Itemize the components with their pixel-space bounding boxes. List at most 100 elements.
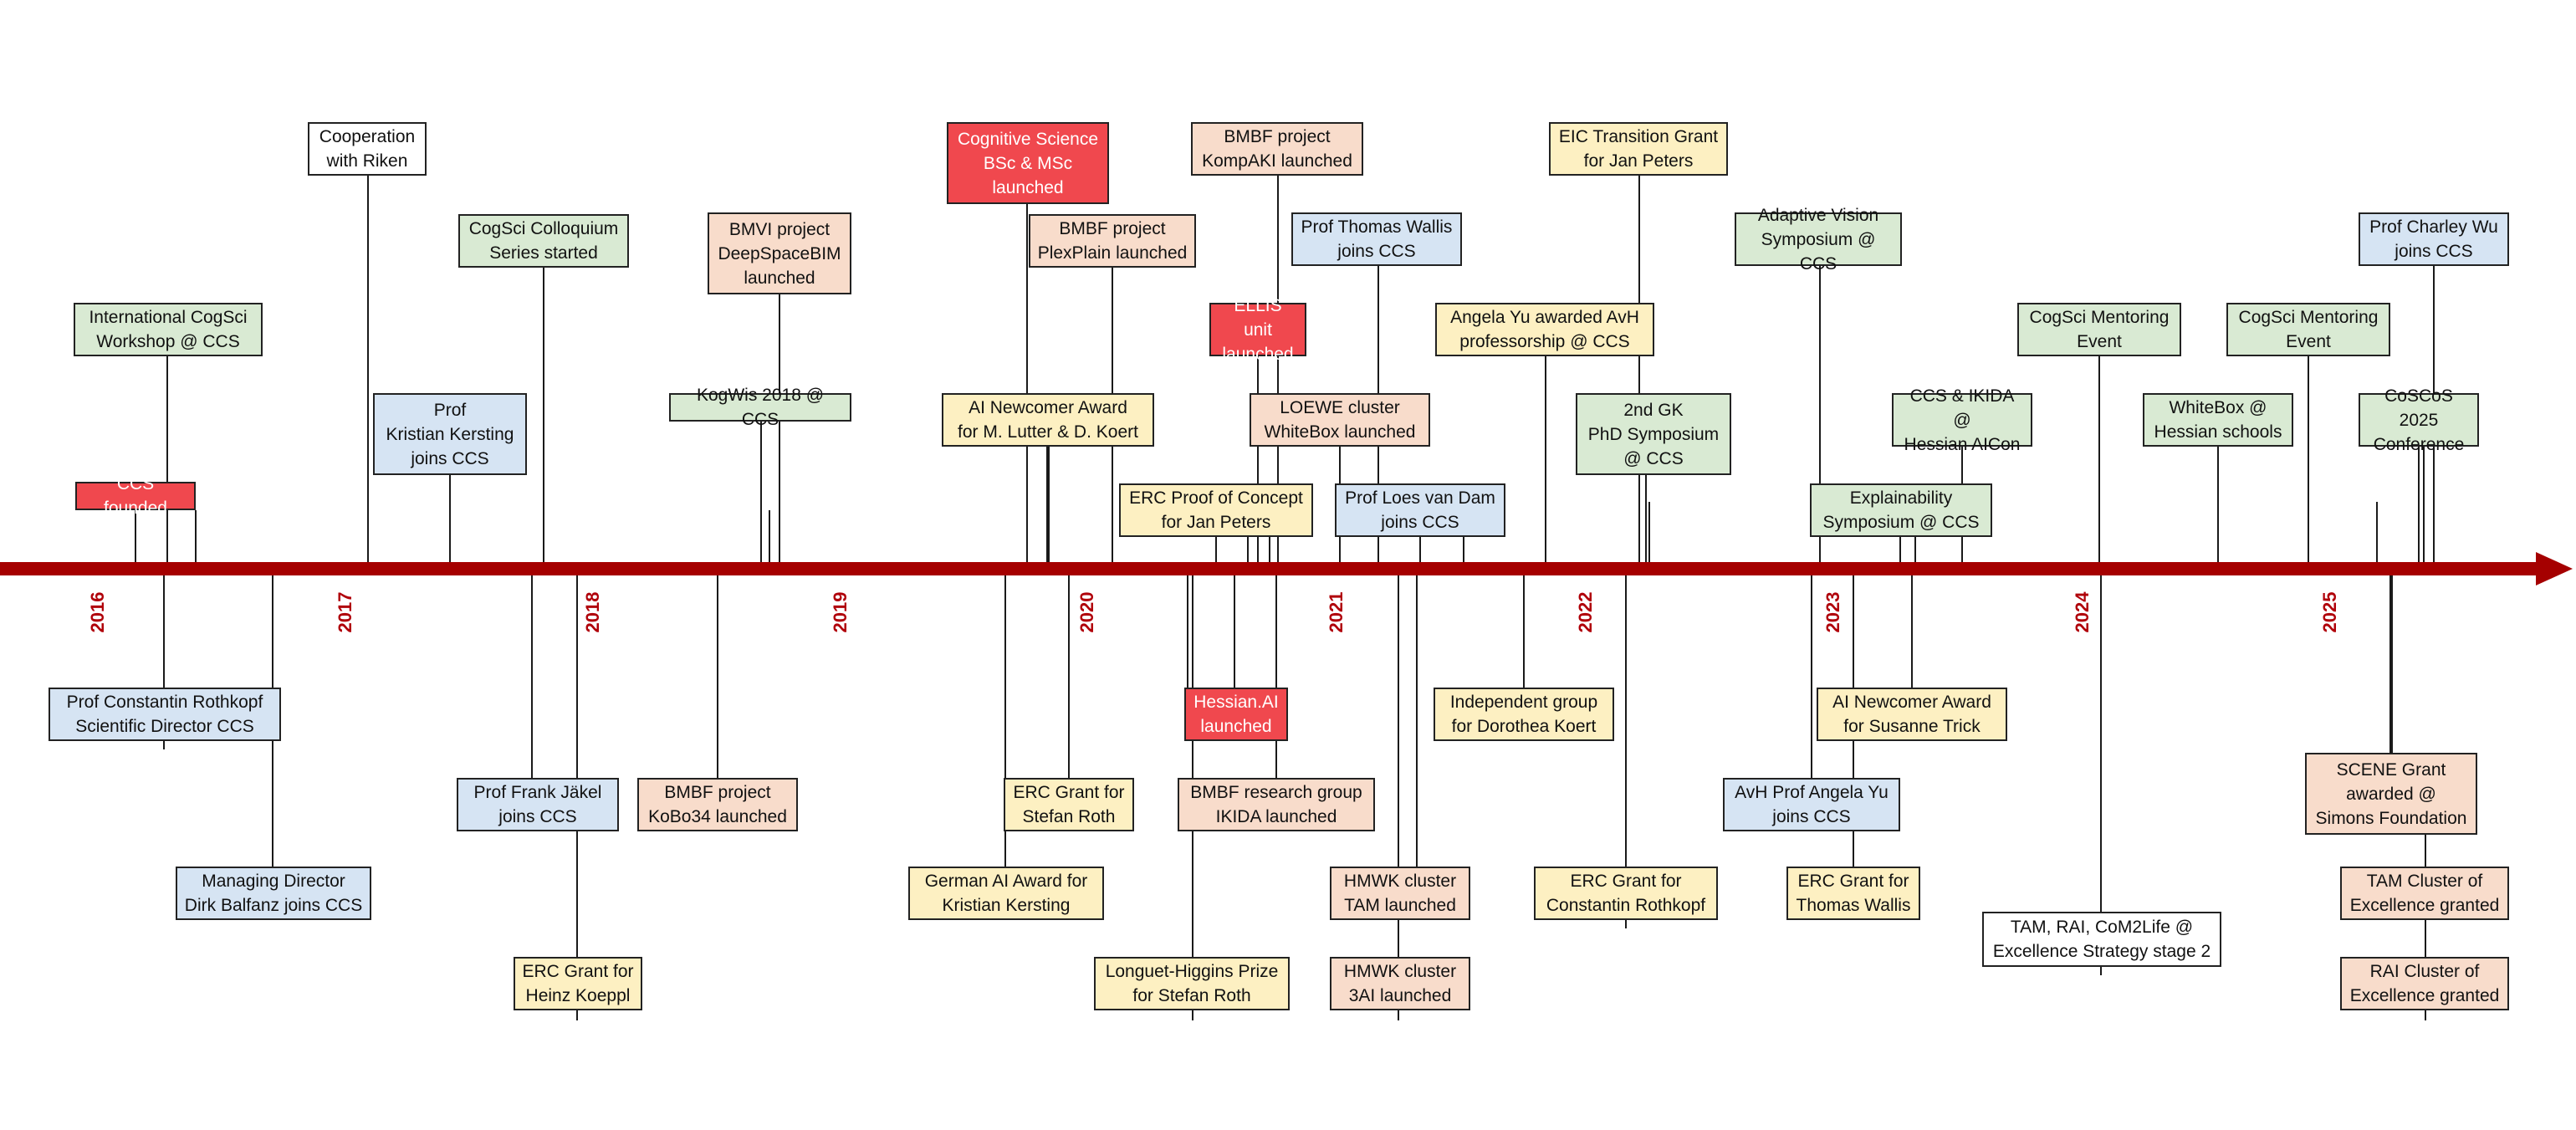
connector-line-german-ai-award-kersting [1004, 575, 1006, 920]
event-ellis-unit: ELLIS unit launched [1209, 296, 1306, 364]
connector-line-ccs-founded [135, 510, 136, 565]
connector-line-eic-transition-jan-peters [1638, 176, 1640, 565]
connector-line-coscos-2025 [2418, 447, 2420, 565]
connector-line-extra-13 [2376, 502, 2378, 565]
connector-line-gk-phd-symposium [1645, 475, 1647, 565]
event-prof-kristian-kersting: Prof Kristian Kersting joins CCS [373, 393, 527, 475]
year-label-2017: 2017 [335, 591, 355, 633]
connector-line-extra-11 [1416, 575, 1418, 867]
event-bmbf-ikida: BMBF research group IKIDA launched [1178, 778, 1375, 831]
connector-line-extra-5 [1463, 537, 1464, 565]
connector-line-tam-rai-com2life [2100, 575, 2102, 975]
event-angela-yu-avh: Angela Yu awarded AvH professorship @ CC… [1435, 303, 1654, 356]
connector-line-hessian-ai [1234, 575, 1235, 741]
event-hmwk-3ai: HMWK cluster 3AI launched [1330, 957, 1470, 1010]
event-eic-transition-jan-peters: EIC Transition Grant for Jan Peters [1549, 122, 1728, 176]
event-prof-charley-wu: Prof Charley Wu joins CCS [2359, 212, 2509, 266]
event-cogsci-mentoring-2025: CogSci Mentoring Event [2226, 303, 2390, 356]
connector-line-kogwis-2018 [760, 422, 762, 565]
connector-line-prof-kristian-kersting [449, 475, 451, 565]
event-managing-director-balfanz: Managing Director Dirk Balfanz joins CCS [176, 867, 371, 920]
connector-line-cogsci-colloquium [543, 268, 544, 565]
event-rai-cluster-excellence: RAI Cluster of Excellence granted [2340, 957, 2509, 1010]
event-cogsci-mentoring-2024: CogSci Mentoring Event [2017, 303, 2181, 356]
event-erc-heinz-koeppl: ERC Grant for Heinz Koeppl [514, 957, 642, 1010]
year-label-2022: 2022 [1575, 591, 1596, 633]
connector-line-cooperation-with-riken [367, 176, 369, 565]
connector-line-managing-director-balfanz [272, 575, 273, 920]
event-scene-grant-simons: SCENE Grant awarded @ Simons Foundation [2305, 753, 2477, 835]
year-label-2025: 2025 [2319, 591, 2340, 633]
event-tam-rai-com2life: TAM, RAI, CoM2Life @ Excellence Strategy… [1982, 912, 2221, 967]
connector-line-explainability-symposium [1899, 537, 1901, 565]
connector-line-adaptive-vision-symposium [1819, 266, 1821, 565]
connector-line-cogsci-mentoring-2025 [2308, 356, 2309, 565]
event-bmbf-plexplain: BMBF project PlexPlain launched [1029, 214, 1196, 268]
year-label-2018: 2018 [582, 591, 603, 633]
connector-line-independent-group-koert [1523, 575, 1525, 741]
event-hmwk-tam: HMWK cluster TAM launched [1330, 867, 1470, 920]
event-prof-loes-van-dam: Prof Loes van Dam joins CCS [1335, 483, 1505, 537]
connector-line-prof-loes-van-dam [1419, 537, 1421, 565]
connector-line-avh-prof-angela-yu [1811, 575, 1812, 831]
event-cooperation-with-riken: Cooperation with Riken [308, 122, 427, 176]
event-bmbf-kobo34: BMBF project KoBo34 launched [637, 778, 798, 831]
event-gk-phd-symposium: 2nd GK PhD Symposium @ CCS [1576, 393, 1731, 475]
event-german-ai-award-kersting: German AI Award for Kristian Kersting [908, 867, 1104, 920]
connector-line-ai-newcomer-lutter-koert [1048, 447, 1050, 565]
year-label-2024: 2024 [2072, 591, 2093, 633]
connector-line-cognitive-science-bsc-msc [1026, 204, 1028, 565]
connector-line-extra-2 [1046, 435, 1048, 565]
connector-line-extra-9 [2423, 447, 2425, 565]
connector-line-international-cogsci-workshop [166, 356, 168, 565]
event-cognitive-science-bsc-msc: Cognitive Science BSc & MSc launched [947, 122, 1109, 204]
connector-line-extra-10 [2391, 575, 2393, 753]
year-label-2023: 2023 [1822, 591, 1843, 633]
event-whitebox-hessian-schools: WhiteBox @ Hessian schools [2143, 393, 2293, 447]
event-erc-thomas-wallis: ERC Grant for Thomas Wallis [1786, 867, 1920, 920]
event-coscos-2025: CoSCoS 2025 Conference [2359, 386, 2479, 454]
connector-line-ai-newcomer-susanne-trick [1911, 575, 1913, 741]
year-label-2019: 2019 [830, 591, 851, 633]
connector-line-cogsci-mentoring-2024 [2098, 356, 2100, 565]
event-independent-group-koert: Independent group for Dorothea Koert [1434, 688, 1614, 741]
event-hessian-ai: Hessian.AI launched [1184, 688, 1288, 741]
connector-line-angela-yu-avh [1545, 356, 1546, 565]
year-label-2016: 2016 [87, 591, 108, 633]
year-label-2021: 2021 [1326, 591, 1347, 633]
connector-line-erc-poc-jan-peters [1215, 537, 1217, 565]
connector-line-whitebox-hessian-schools [2217, 447, 2219, 565]
event-bmbf-kompaki: BMBF project KompAKI launched [1191, 122, 1363, 176]
connector-line-extra-6 [1648, 502, 1650, 565]
event-ccs-founded: CCS founded [75, 474, 196, 518]
connector-line-erc-constantin-rothkopf [1625, 575, 1627, 928]
event-international-cogsci-workshop: International CogSci Workshop @ CCS [74, 303, 263, 356]
event-erc-constantin-rothkopf: ERC Grant for Constantin Rothkopf [1534, 867, 1718, 920]
timeline-axis [0, 562, 2543, 575]
connector-line-ellis-unit [1257, 356, 1259, 565]
connector-line-extra-7 [1914, 537, 1916, 565]
event-kogwis-2018: KogWis 2018 @ CCS [669, 386, 851, 429]
timeline-arrow-icon [2536, 552, 2573, 585]
event-ai-newcomer-lutter-koert: AI Newcomer Award for M. Lutter & D. Koe… [942, 393, 1154, 447]
event-tam-cluster-excellence: TAM Cluster of Excellence granted [2340, 867, 2509, 920]
connector-line-hmwk-tam [1398, 575, 1399, 920]
connector-line-extra-0 [195, 510, 197, 565]
connector-line-scene-grant-simons [2389, 575, 2391, 835]
event-ai-newcomer-susanne-trick: AI Newcomer Award for Susanne Trick [1817, 688, 2007, 741]
event-ccs-ikida-hessian-aicon: CCS & IKIDA @ Hessian AICon [1892, 386, 2032, 454]
event-erc-poc-jan-peters: ERC Proof of Concept for Jan Peters [1119, 483, 1313, 537]
connector-line-prof-constantin-rothkopf [163, 575, 165, 749]
event-avh-prof-angela-yu: AvH Prof Angela Yu joins CCS [1723, 778, 1900, 831]
event-longuet-higgins-roth: Longuet-Higgins Prize for Stefan Roth [1094, 957, 1290, 1010]
connector-line-bmbf-kompaki [1277, 176, 1279, 565]
event-prof-thomas-wallis: Prof Thomas Wallis joins CCS [1291, 212, 1462, 266]
event-adaptive-vision-symposium: Adaptive Vision Symposium @ CCS [1735, 206, 1902, 274]
connector-line-bmbf-kobo34 [717, 575, 718, 831]
connector-line-bmvi-deepspacebim [779, 294, 780, 565]
event-prof-frank-jaekel: Prof Frank Jäkel joins CCS [457, 778, 619, 831]
event-cogsci-colloquium: CogSci Colloquium Series started [458, 214, 629, 268]
year-label-2020: 2020 [1076, 591, 1097, 633]
event-explainability-symposium: Explainability Symposium @ CCS [1810, 483, 1992, 537]
